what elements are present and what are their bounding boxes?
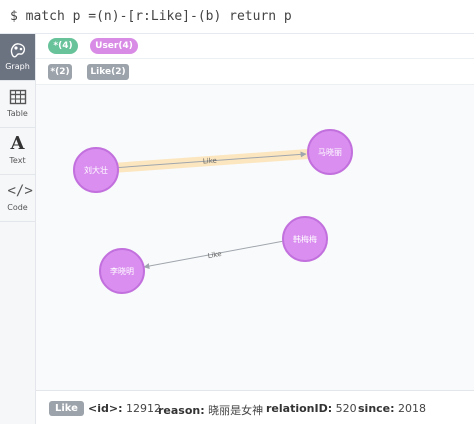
sidebar-label-table: Table [7, 109, 28, 118]
label-pill-user[interactable]: User(4) [90, 38, 138, 54]
view-sidebar: Graph Table A Text </> Code [0, 34, 36, 424]
property-key: relationID: [266, 402, 333, 415]
sidebar-label-code: Code [7, 203, 28, 212]
query-text[interactable]: $ match p =(n)-[r:Like]-(b) return p [10, 9, 292, 24]
relationship-label: Like [203, 157, 217, 166]
node-label: 马晓丽 [318, 147, 342, 157]
relationship-like-2[interactable]: Like [143, 240, 285, 269]
relationship-label: Like [207, 250, 222, 260]
relationship-line [143, 240, 285, 269]
property-reason: reason: 晓丽是女神 [158, 402, 263, 418]
sidebar-label-graph: Graph [5, 62, 30, 71]
sidebar-item-text[interactable]: A Text [0, 128, 35, 175]
property-id: <id>: 12912 [88, 402, 161, 415]
type-pill-all[interactable]: *(2) [48, 64, 72, 80]
property-key: reason: [158, 404, 205, 417]
graph-canvas[interactable]: Like Like 刘大壮 马晓丽 韩梅梅 李晓明 [36, 85, 474, 390]
graph-icon [10, 43, 25, 58]
code-icon: </> [7, 183, 33, 199]
node-user[interactable]: 刘大壮 [73, 147, 119, 193]
sidebar-item-graph[interactable]: Graph [0, 34, 35, 81]
node-user[interactable]: 马晓丽 [307, 129, 353, 175]
graph-svg: Like Like 刘大壮 马晓丽 韩梅梅 李晓明 [73, 129, 353, 294]
sidebar-label-text: Text [9, 156, 26, 165]
property-value: 晓丽是女神 [208, 404, 264, 417]
relationship-type-legend: *(2) Like(2) [36, 59, 474, 85]
table-icon [9, 89, 26, 105]
node-label: 韩梅梅 [293, 234, 317, 244]
sidebar-item-code[interactable]: </> Code [0, 175, 35, 222]
relationship-line [97, 151, 307, 170]
property-value: 12912 [125, 402, 161, 415]
node-label: 刘大壮 [84, 165, 108, 175]
property-key: since: [358, 402, 395, 415]
property-key: <id>: [88, 402, 123, 415]
property-since: since: 2018 [358, 402, 426, 415]
node-label: 李晓明 [110, 266, 134, 276]
property-value: 2018 [398, 402, 427, 415]
property-relationid: relationID: 520 [266, 402, 357, 415]
relationship-type-tag[interactable]: Like [49, 401, 84, 416]
label-pill-all[interactable]: *(4) [48, 38, 78, 54]
text-icon: A [10, 133, 25, 154]
relationship-like-1[interactable]: Like [93, 149, 313, 174]
node-user[interactable]: 韩梅梅 [282, 216, 328, 262]
type-pill-like[interactable]: Like(2) [87, 64, 129, 80]
sidebar-item-table[interactable]: Table [0, 81, 35, 128]
node-user[interactable]: 李晓明 [99, 248, 145, 294]
node-label-legend: *(4) User(4) [36, 34, 474, 59]
query-bar: $ match p =(n)-[r:Like]-(b) return p [0, 0, 474, 34]
inspector-bar: Like <id>: 12912 reason: 晓丽是女神 relationI… [36, 390, 474, 424]
property-value: 520 [335, 402, 357, 415]
